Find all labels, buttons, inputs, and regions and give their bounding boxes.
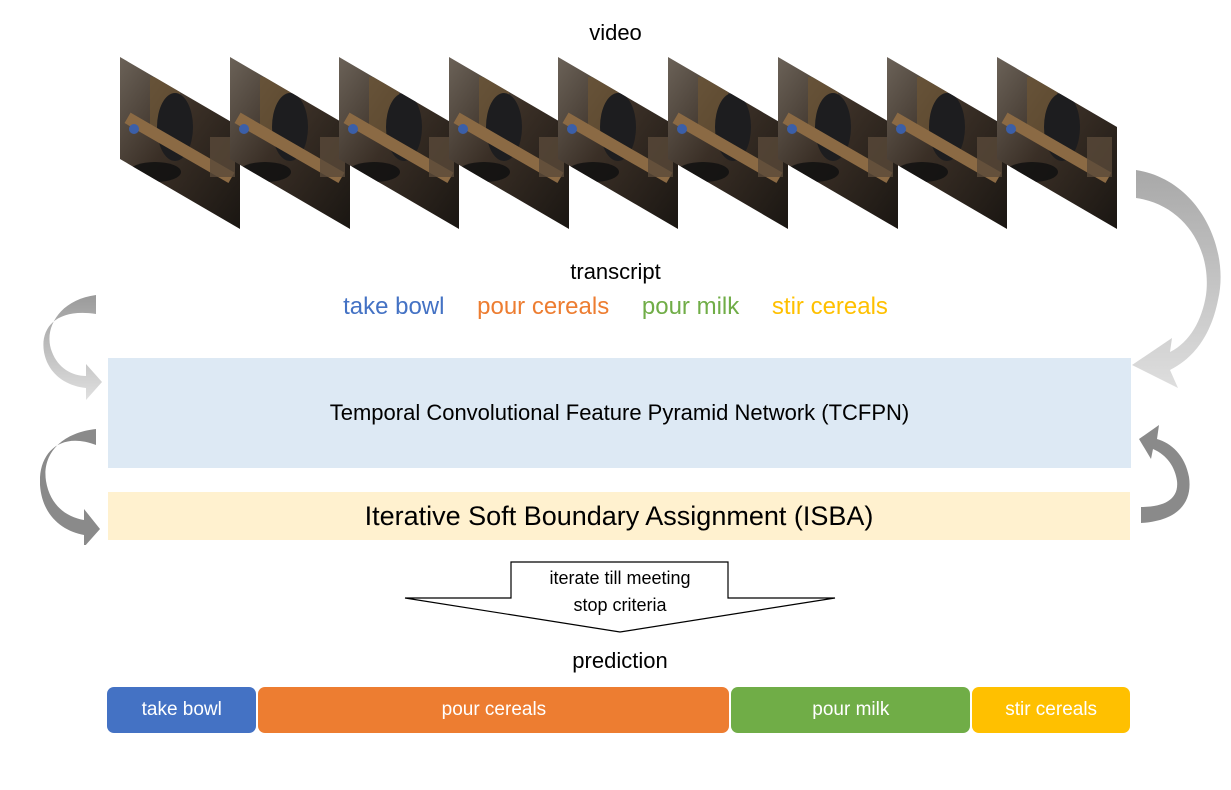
prediction-label: prediction: [572, 648, 668, 673]
transcript-action: pour milk: [641, 293, 740, 320]
transcript-action: stir cereals: [771, 293, 888, 320]
prediction-segment: stir cereals: [972, 687, 1130, 733]
iterate-down-arrow-icon: [404, 561, 836, 633]
video-frame: [887, 57, 1008, 229]
video-frame: [339, 57, 460, 229]
video-frame: [120, 57, 240, 229]
video-frame: [777, 57, 898, 229]
prediction-segment: take bowl: [107, 687, 257, 733]
video-frame: [448, 57, 569, 229]
prediction-segment: pour cereals: [258, 687, 730, 733]
loop-arrow-left-icon: [40, 429, 100, 545]
video-frame: [229, 57, 350, 229]
iterate-line-2: stop criteria: [573, 595, 667, 615]
video-label: video: [589, 20, 642, 45]
video-input-arrow-icon: [1132, 170, 1221, 388]
isba-module: Iterative Soft Boundary Assignment (ISBA…: [108, 492, 1130, 540]
transcript-actions: take bowl pour cereals pour milk stir ce…: [0, 293, 1231, 321]
video-frame: [558, 57, 679, 229]
prediction-segment: pour milk: [731, 687, 971, 733]
iterate-line-1: iterate till meeting: [549, 568, 691, 588]
video-frame: [996, 57, 1117, 229]
iterate-caption: iterate till meeting stop criteria: [510, 565, 730, 619]
transcript-action: take bowl: [343, 293, 445, 320]
prediction-bar: take bowl pour cereals pour milk stir ce…: [107, 687, 1130, 733]
transcript-input-arrow-icon: [43, 295, 102, 400]
loop-arrow-right-icon: [1139, 425, 1190, 523]
tcfpn-module: Temporal Convolutional Feature Pyramid N…: [108, 358, 1131, 468]
transcript-label: transcript: [570, 259, 661, 284]
video-frame: [668, 57, 788, 229]
transcript-action: pour cereals: [477, 293, 610, 320]
